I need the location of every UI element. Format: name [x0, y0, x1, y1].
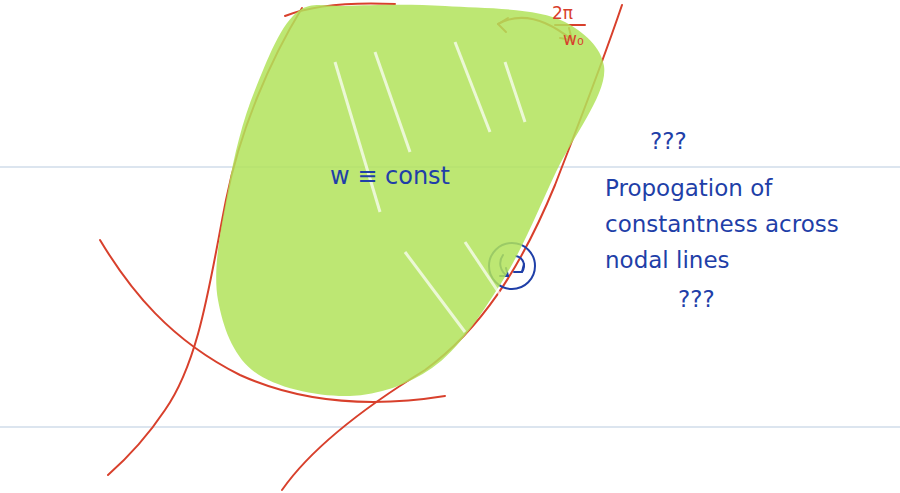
hatch-stroke: [375, 52, 410, 152]
ruled-line: [0, 426, 900, 427]
question-marks: ???: [650, 128, 687, 154]
hatch-stroke: [405, 252, 465, 332]
region-fill: [205, 2, 615, 407]
fraction-denominator: w₀: [563, 29, 584, 49]
question-marks: ???: [678, 286, 715, 312]
region-label: w ≡ const: [330, 162, 450, 190]
hatch-stroke: [465, 242, 505, 302]
green-fill: [216, 5, 604, 396]
constant-region: w ≡ const: [205, 2, 615, 407]
nodal-lines: [100, 4, 622, 491]
note-text: Propogation of constantness across nodal…: [605, 170, 890, 278]
fraction-numerator: 2π: [552, 3, 573, 23]
hatch-stroke: [505, 62, 525, 122]
hatch-stroke: [455, 42, 490, 132]
